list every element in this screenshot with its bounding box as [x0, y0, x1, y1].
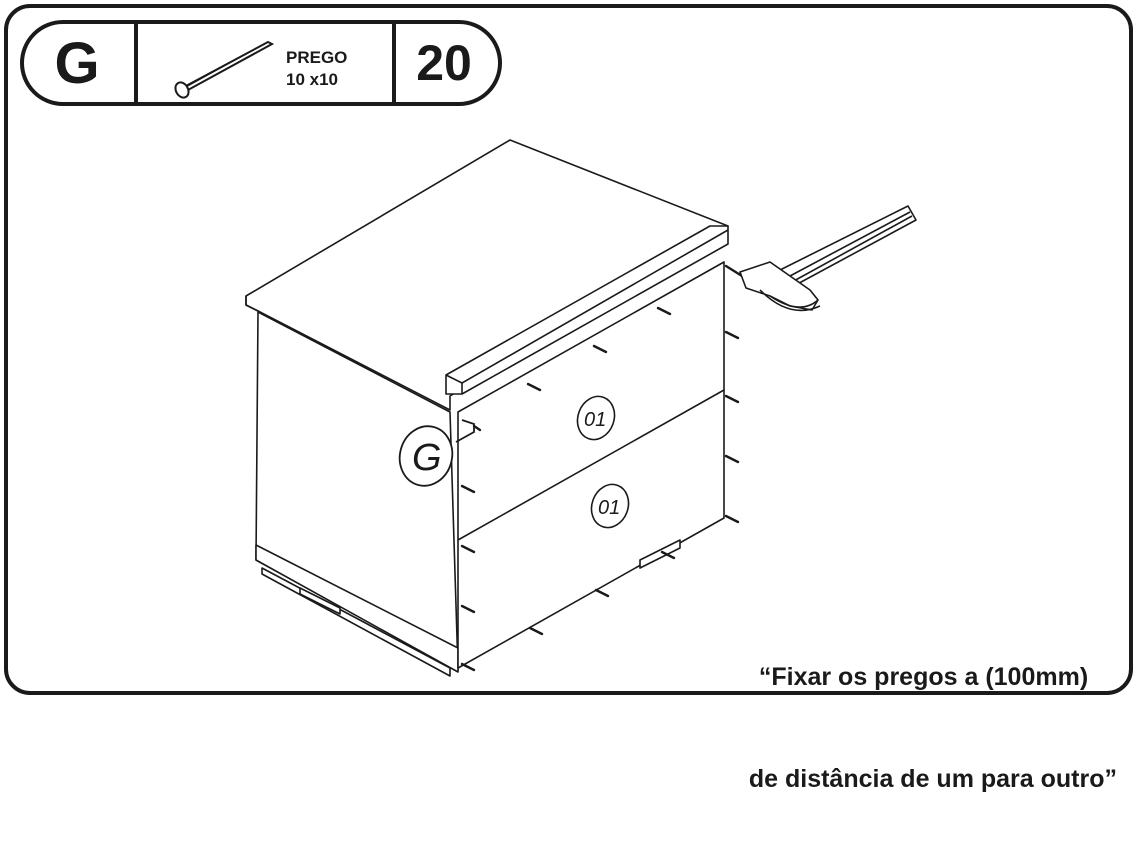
header-divider	[134, 24, 138, 102]
part-size: 10 x10	[286, 70, 338, 89]
instruction-line-1: “Fixar os pregos a (100mm)	[758, 663, 1089, 691]
callout-letter: G	[412, 437, 442, 479]
callout-circle	[398, 425, 454, 487]
panel-frame	[4, 4, 1133, 695]
part-name: PREGO	[286, 48, 348, 67]
drawer-label-top: 01	[584, 409, 606, 431]
step-letter: G	[54, 30, 100, 96]
drawer-label-bottom: 01	[598, 497, 620, 519]
header-divider	[392, 24, 396, 102]
nail-icon	[174, 40, 275, 99]
drawer-label-badge	[590, 483, 630, 529]
instruction-line-2: de distância de um para outro”	[748, 765, 1117, 793]
instruction-note: “Fixar os pregos a (100mm) de distância …	[749, 592, 1117, 864]
assembly-step-panel: G PREGO 10 x10 20	[4, 4, 1133, 793]
quantity: 20	[416, 35, 472, 91]
step-header	[20, 20, 502, 106]
drawer-label-badge	[576, 395, 616, 441]
hammer-icon	[739, 205, 917, 312]
cabinet-drawing: 01 01 G	[245, 139, 917, 677]
